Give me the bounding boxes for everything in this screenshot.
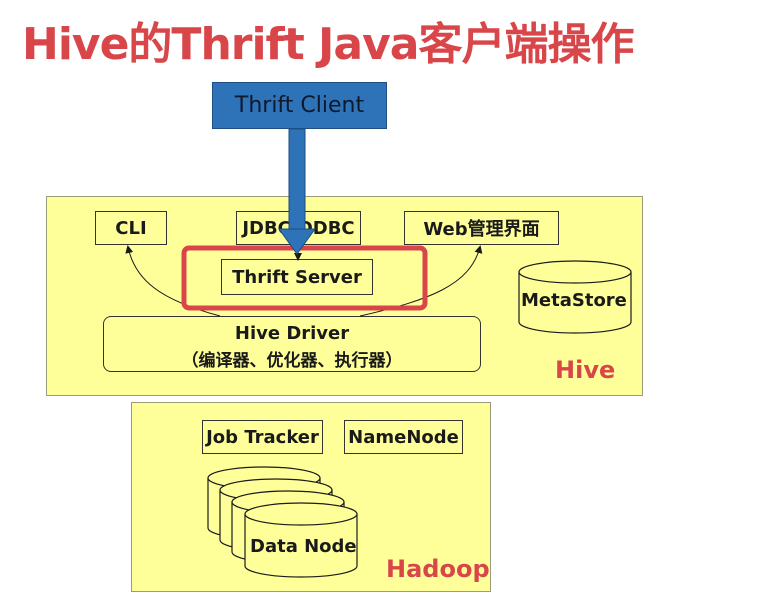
client-to-server-arrow: [278, 128, 316, 255]
metastore-label: MetaStore: [521, 290, 627, 311]
web-admin-box: Web管理界面: [404, 211, 559, 245]
cli-box: CLI: [95, 211, 167, 245]
data-node-label: Data Node: [250, 536, 357, 557]
hive-driver-subtitle: （编译器、优化器、执行器）: [181, 351, 403, 371]
job-tracker-box: Job Tracker: [202, 420, 323, 454]
hive-driver-box: Hive Driver （编译器、优化器、执行器）: [103, 316, 481, 372]
thrift-server-highlight: [181, 245, 428, 311]
hive-label: Hive: [555, 356, 616, 384]
thrift-client-box: Thrift Client: [212, 82, 387, 129]
hadoop-label: Hadoop: [386, 555, 490, 583]
namenode-box: NameNode: [344, 420, 463, 454]
metastore-cylinder: [518, 260, 632, 334]
thrift-server-box: Thrift Server: [221, 259, 373, 295]
datanode-cylinders: [207, 466, 358, 578]
hive-driver-title: Hive Driver: [234, 323, 350, 344]
slide-title: Hive的Thrift Java客户端操作: [22, 19, 634, 70]
